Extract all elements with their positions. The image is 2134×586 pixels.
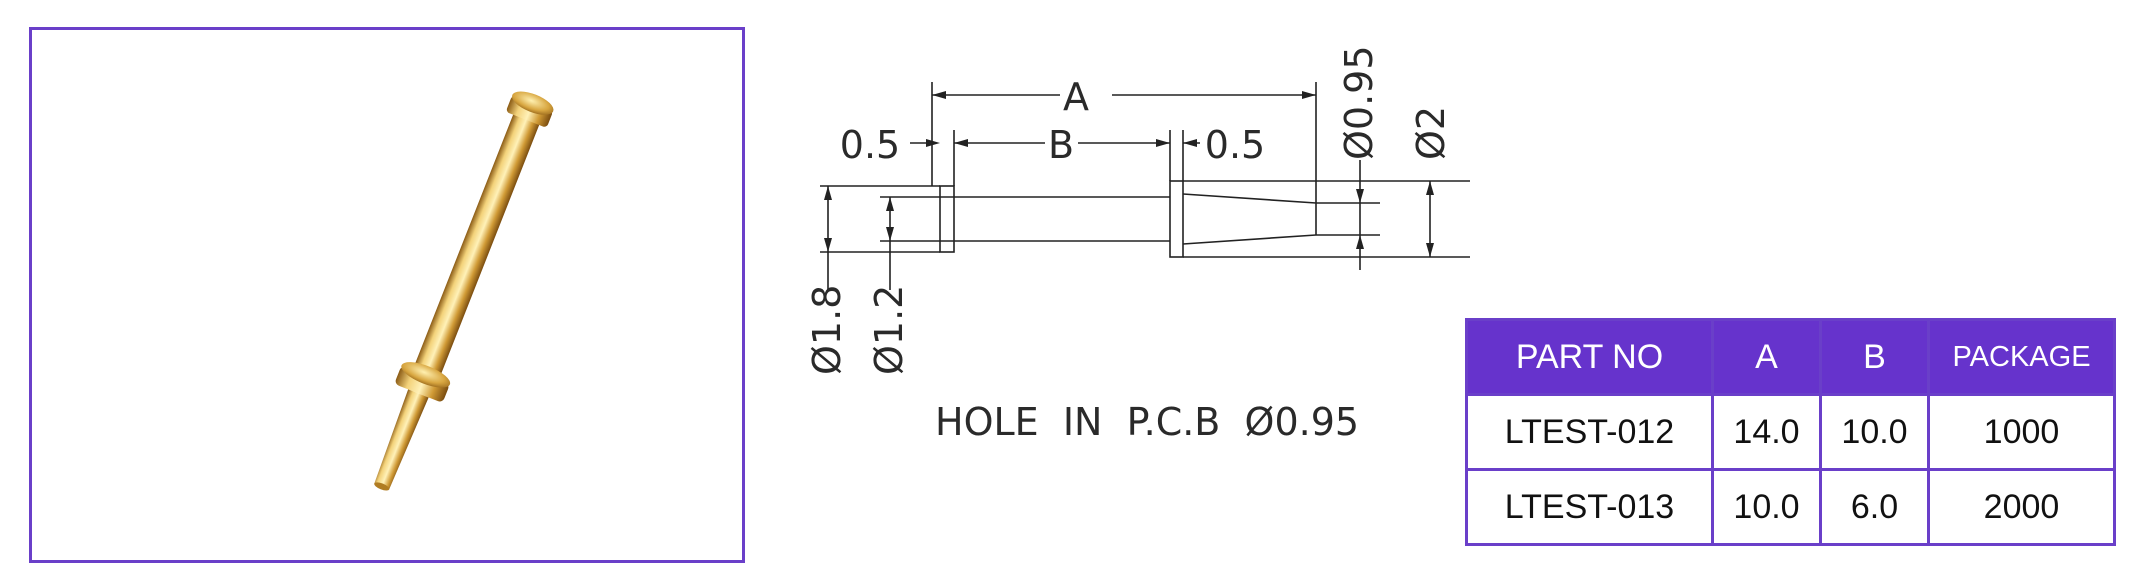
header-package: PACKAGE <box>1927 318 2116 396</box>
table-row: LTEST-013 10.0 6.0 2000 <box>1465 468 2116 546</box>
header-part-no: PART NO <box>1465 318 1714 396</box>
product-photo-frame <box>29 27 745 563</box>
cell-a: 14.0 <box>1711 393 1822 471</box>
spec-table: PART NO A B PACKAGE LTEST-012 14.0 10.0 … <box>1465 318 2116 546</box>
cell-a: 10.0 <box>1711 468 1822 546</box>
table-header-row: PART NO A B PACKAGE <box>1465 318 2116 396</box>
cell-b: 6.0 <box>1819 468 1930 546</box>
dim-a-label: A <box>1063 75 1089 119</box>
left-flange-outline <box>939 185 955 253</box>
hole-note: HOLE IN P.C.B Ø0.95 <box>935 400 1359 444</box>
header-b: B <box>1819 318 1930 396</box>
cell-part-no: LTEST-013 <box>1465 468 1714 546</box>
right-flange-outline <box>1169 180 1184 258</box>
cell-part-no: LTEST-012 <box>1465 393 1714 471</box>
dim-b-label: B <box>1048 123 1074 167</box>
cell-package: 2000 <box>1927 468 2116 546</box>
cell-package: 1000 <box>1927 393 2116 471</box>
dim-outer-dia-label: Ø2 <box>1409 106 1453 160</box>
header-a: A <box>1711 318 1822 396</box>
gold-pin-image <box>374 91 554 491</box>
dim-right-flange-label: 0.5 <box>1205 123 1265 167</box>
cell-b: 10.0 <box>1819 393 1930 471</box>
dim-left-flange-label: 0.5 <box>840 123 900 167</box>
technical-drawing: A B 0.5 0.5 Ø0.95 Ø2 Ø1.8 Ø1.2 HOLE IN P… <box>760 0 1480 586</box>
dim-flange-dia-label: Ø1.8 <box>805 285 849 375</box>
dim-tip-dia-label: Ø0.95 <box>1337 45 1381 160</box>
dim-body-dia-label: Ø1.2 <box>867 285 911 375</box>
table-row: LTEST-012 14.0 10.0 1000 <box>1465 393 2116 471</box>
